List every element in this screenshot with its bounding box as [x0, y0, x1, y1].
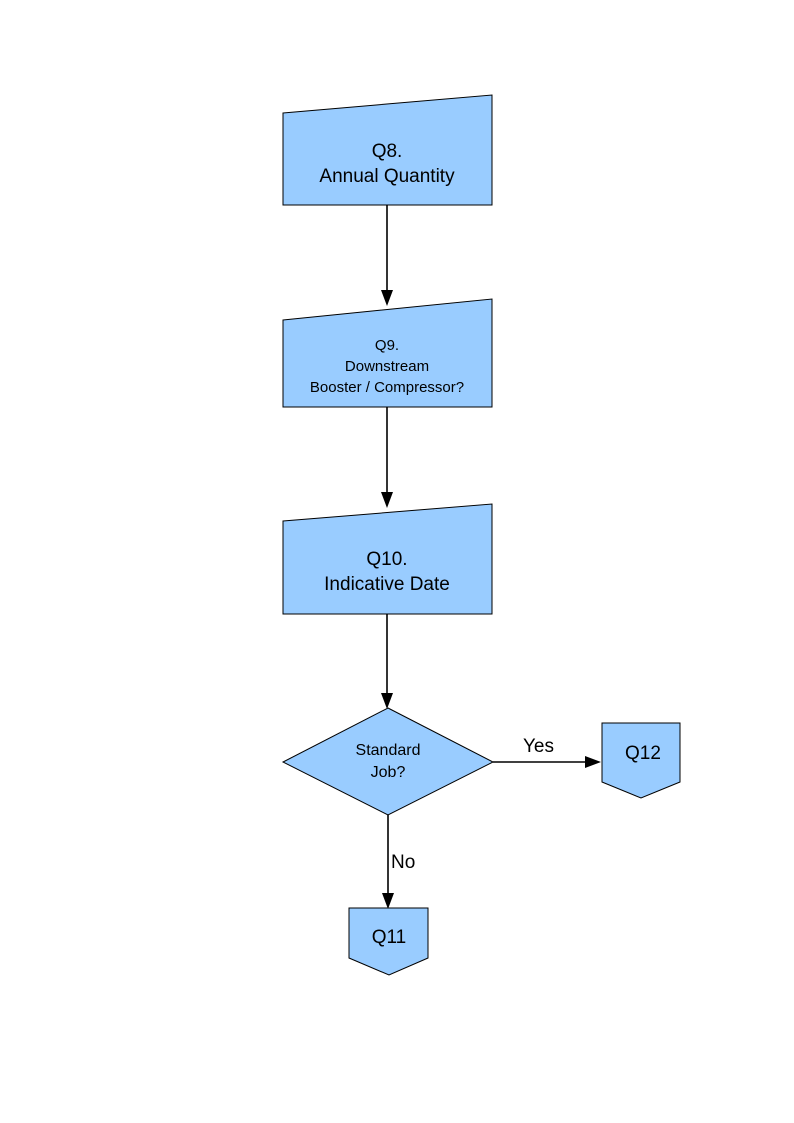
- q8-label-line2: Annual Quantity: [319, 166, 455, 187]
- q11-shape: [348, 907, 429, 976]
- q8-shape: [282, 94, 493, 206]
- node-q11[interactable]: Q11: [348, 907, 429, 976]
- edge-label-no: No: [391, 852, 415, 873]
- q8-label-line1: Q8.: [372, 141, 403, 162]
- q10-shape: [282, 503, 493, 615]
- edge-q9-q10: [381, 407, 393, 508]
- q9-shape: [282, 298, 493, 408]
- edge-decision-q11: No: [382, 815, 415, 909]
- node-q12[interactable]: Q12: [601, 722, 681, 799]
- q9-label-line3: Booster / Compressor?: [310, 379, 464, 396]
- edge-label-yes: Yes: [523, 736, 554, 757]
- q11-label: Q11: [372, 927, 407, 948]
- decision-label-line1: Standard: [356, 742, 421, 759]
- node-q10[interactable]: Q10. Indicative Date: [282, 503, 493, 615]
- decision-shape: [281, 707, 495, 816]
- edge-q8-q9: [381, 205, 393, 306]
- node-q9[interactable]: Q9. Downstream Booster / Compressor?: [282, 298, 493, 408]
- q9-label-line1: Q9.: [375, 337, 399, 354]
- node-decision-standard-job[interactable]: Standard Job?: [281, 707, 495, 816]
- q12-shape: [601, 722, 681, 799]
- edge-q10-decision-arrowhead: [381, 693, 393, 709]
- edge-decision-q12: Yes: [493, 736, 601, 768]
- q12-label: Q12: [625, 743, 661, 764]
- edge-decision-q12-arrowhead: [585, 756, 601, 768]
- edge-q9-q10-arrowhead: [381, 492, 393, 508]
- decision-label-line2: Job?: [371, 764, 406, 781]
- edge-decision-q11-arrowhead: [382, 893, 394, 909]
- edge-q8-q9-arrowhead: [381, 290, 393, 306]
- q10-label-line1: Q10.: [366, 549, 407, 570]
- edge-q10-decision: [381, 614, 393, 709]
- q9-label-line2: Downstream: [345, 358, 429, 375]
- q10-label-line2: Indicative Date: [324, 574, 450, 595]
- node-q8[interactable]: Q8. Annual Quantity: [282, 94, 493, 206]
